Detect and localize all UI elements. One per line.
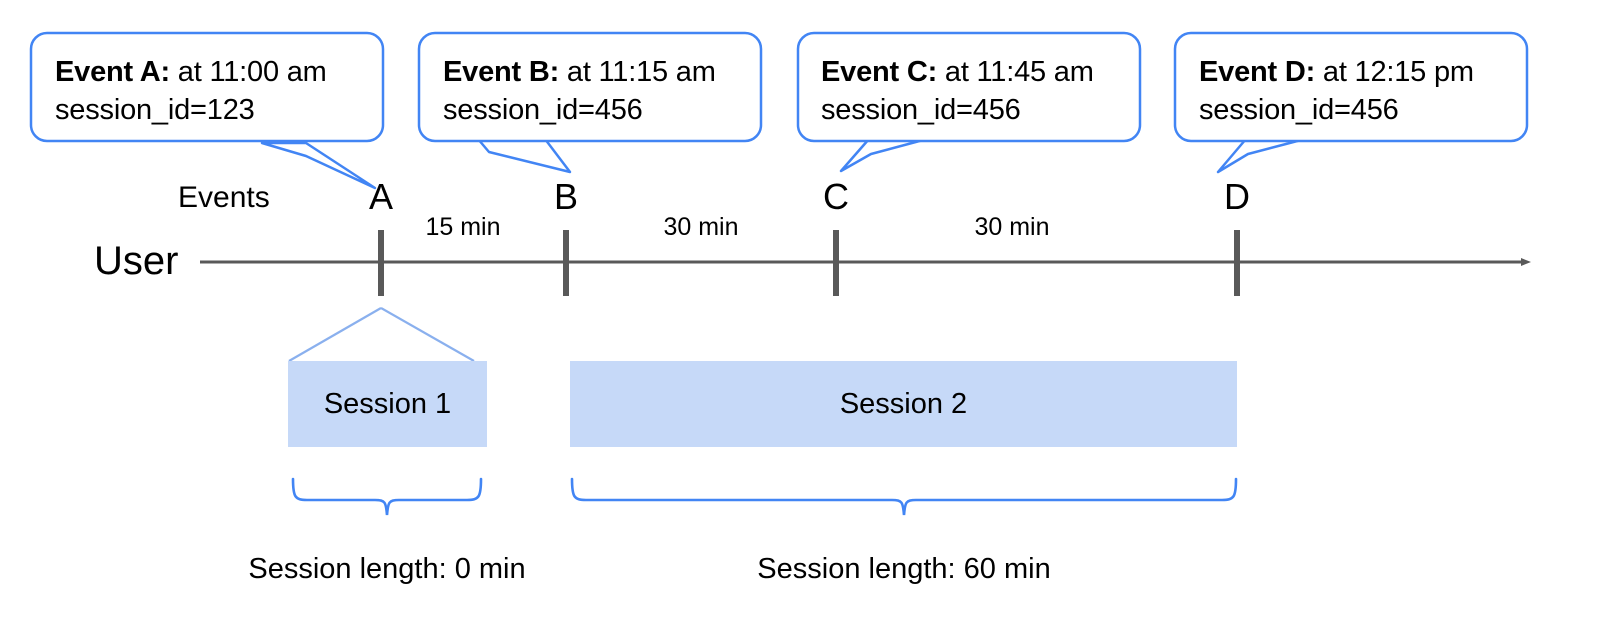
callout-d-line2: session_id=456 xyxy=(1199,94,1399,126)
tick-letter-b: B xyxy=(553,176,578,217)
callout-d-rest: at 12:15 pm xyxy=(1315,56,1474,88)
session-2-length-label: Session length: 60 min xyxy=(757,553,1051,585)
callout-balloon-c[interactable] xyxy=(796,31,1142,173)
lane-label-user: User xyxy=(94,239,179,283)
lane-label-events: Events xyxy=(178,181,270,214)
callout-a-bold: Event A: xyxy=(55,56,170,88)
session-bar-1-label: Session 1 xyxy=(323,387,452,420)
callout-text-a: Event A: at 11:00 am session_id=123 xyxy=(55,53,327,129)
session-1-length-label: Session length: 0 min xyxy=(248,553,526,585)
callout-a-rest: at 11:00 am xyxy=(169,56,327,88)
duration-label-c-d: 30 min xyxy=(974,213,1050,241)
callout-b-rest: at 11:15 am xyxy=(559,56,716,88)
callout-text-b: Event B: at 11:15 am session_id=456 xyxy=(443,53,716,129)
callout-c-rest: at 11:45 am xyxy=(937,56,1094,88)
callout-balloon-d[interactable] xyxy=(1173,31,1529,174)
tick-letter-d: D xyxy=(1224,176,1250,217)
callout-b-line2: session_id=456 xyxy=(443,94,643,126)
session1-brace xyxy=(291,477,483,516)
session-bar-1[interactable]: Session 1 xyxy=(288,361,487,447)
session2-brace xyxy=(570,477,1238,516)
callout-text-d: Event D: at 12:15 pm session_id=456 xyxy=(1199,53,1474,129)
callout-c-bold: Event C: xyxy=(821,56,938,88)
tick-letter-c: C xyxy=(823,176,849,217)
callout-balloon-b[interactable] xyxy=(417,31,763,174)
session1-tent-connector xyxy=(288,307,475,362)
tick-letter-a: A xyxy=(368,176,393,217)
session-bar-2[interactable]: Session 2 xyxy=(570,361,1237,447)
callout-text-c: Event C: at 11:45 am session_id=456 xyxy=(821,53,1094,129)
session-bar-2-label: Session 2 xyxy=(839,387,968,420)
callout-c-line2: session_id=456 xyxy=(821,94,1021,126)
callout-a-line2: session_id=123 xyxy=(55,94,255,126)
callout-d-bold: Event D: xyxy=(1199,56,1316,88)
callout-balloon-a[interactable] xyxy=(29,31,385,190)
duration-label-b-c: 30 min xyxy=(663,213,739,241)
duration-label-a-b: 15 min xyxy=(425,213,501,241)
callout-b-bold: Event B: xyxy=(443,56,560,88)
